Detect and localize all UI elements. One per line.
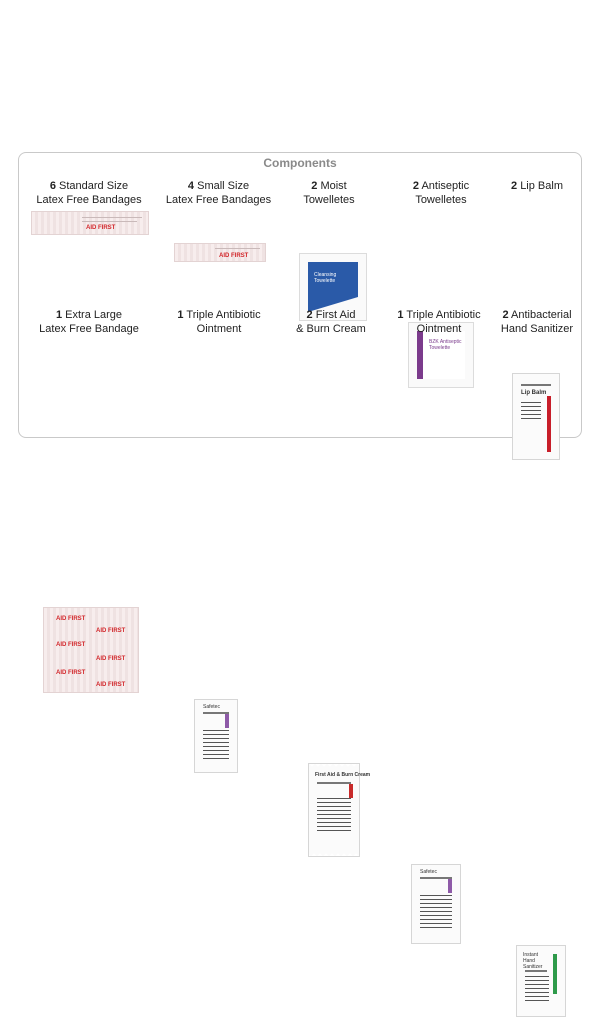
packet-brand: Instant Hand Sanitizer: [523, 952, 543, 970]
item-qty: 2: [502, 309, 509, 321]
bandage-small-icon: AID FIRST: [174, 243, 266, 262]
packet-brand: Safetec: [203, 704, 220, 710]
item-line1: Extra Large: [65, 309, 123, 321]
item-qty: 4: [187, 180, 195, 192]
item-line2: & Burn Cream: [296, 323, 366, 335]
item-line1: Antiseptic: [421, 180, 470, 192]
towelette-brand: Cleansing Towelette: [314, 272, 337, 284]
ointment-packet-icon: Safetec: [194, 699, 238, 773]
item-qty: 2: [306, 309, 313, 321]
item-qty: 2: [511, 180, 518, 192]
item-burn-cream: 2 First Aid & Burn Cream: [281, 308, 381, 336]
brand-text: AID FIRST: [86, 225, 116, 231]
item-qty: 1: [55, 309, 63, 321]
ointment-packet-icon: Safetec: [411, 864, 461, 944]
moist-towelette-icon: Cleansing Towelette: [299, 253, 367, 321]
components-panel: Components 6 Standard Size Latex Free Ba…: [18, 152, 582, 1017]
item-line2: Towelletes: [303, 194, 355, 206]
item-xl-bandage: 1 Extra Large Latex Free Bandage: [29, 308, 149, 336]
item-line1: Triple Antibiotic: [186, 309, 261, 321]
item-moist-towelettes: 2 Moist Towelletes: [279, 179, 379, 207]
item-line1: Standard Size: [59, 180, 129, 192]
item-line2: Hand Sanitizer: [500, 323, 574, 335]
item-line2: Latex Free Bandages: [165, 194, 272, 206]
item-line2: Latex Free Bandages: [36, 194, 142, 206]
item-qty: 1: [397, 309, 404, 321]
item-line2: Ointment: [416, 323, 462, 335]
sanitizer-packet-icon: Instant Hand Sanitizer: [516, 945, 566, 1017]
packet-brand: Lip Balm: [521, 390, 547, 396]
item-qty: 1: [177, 309, 184, 321]
panel-title: Components: [263, 156, 337, 170]
bandage-large-icon: AID FIRST AID FIRST AID FIRST AID FIRST …: [43, 607, 139, 693]
burn-cream-packet-icon: First Aid & Burn Cream: [308, 763, 370, 857]
item-line2: Ointment: [196, 323, 242, 335]
item-line1: Small Size: [197, 180, 250, 192]
item-antiseptic-towelettes: 2 Antiseptic Towelletes: [391, 179, 491, 207]
item-qty: 6: [49, 180, 56, 192]
item-line1: First Aid: [315, 309, 356, 321]
antiseptic-towelette-icon: BZK Antiseptic Towelette: [408, 322, 474, 388]
towelette-brand: BZK Antiseptic Towelette: [429, 339, 462, 351]
packet-brand: First Aid & Burn Cream: [315, 772, 371, 778]
item-line1: Moist: [320, 180, 347, 192]
item-line1: Triple Antibiotic: [406, 309, 481, 321]
item-line1: Lip Balm: [520, 180, 563, 192]
item-line1: Antibacterial: [511, 309, 572, 321]
item-line2: Latex Free Bandage: [39, 323, 139, 335]
item-line2: Towelletes: [415, 194, 467, 206]
brand-text: AID FIRST: [56, 616, 86, 622]
item-standard-bandages: 6 Standard Size Latex Free Bandages: [29, 179, 149, 207]
item-lip-balm: 2 Lip Balm: [497, 179, 577, 193]
item-triple-antibiotic-2: 1 Triple Antibiotic Ointment: [389, 308, 489, 336]
brand-text: AID FIRST: [219, 253, 249, 259]
item-qty: 2: [311, 180, 318, 192]
item-qty: 2: [412, 180, 419, 192]
item-triple-antibiotic-1: 1 Triple Antibiotic Ointment: [169, 308, 269, 336]
lip-balm-packet-icon: Lip Balm: [512, 373, 560, 460]
item-small-bandages: 4 Small Size Latex Free Bandages: [161, 179, 276, 207]
packet-brand: Safetec: [420, 869, 437, 875]
item-hand-sanitizer: 2 Antibacterial Hand Sanitizer: [495, 308, 579, 336]
bandage-strip-icon: AID FIRST: [31, 211, 149, 235]
